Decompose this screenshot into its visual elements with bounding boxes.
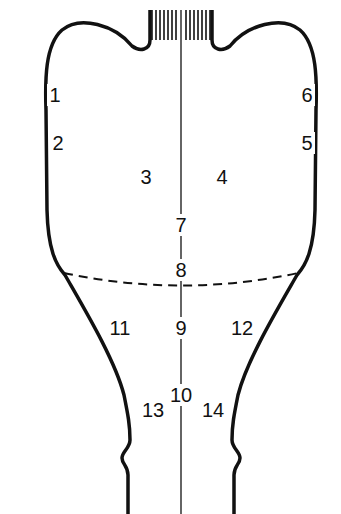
callout-number: 3 — [138, 166, 153, 188]
callout-number: 7 — [173, 214, 188, 236]
callout-number: 12 — [229, 317, 255, 339]
callout-number: 2 — [50, 132, 65, 154]
callout-number: 8 — [173, 259, 188, 281]
callout-number: 10 — [168, 384, 194, 406]
outline-left — [46, 10, 150, 514]
callout-number: 11 — [108, 317, 133, 339]
outline-right — [212, 10, 316, 514]
callout-number: 6 — [299, 84, 314, 106]
callout-number: 14 — [200, 399, 226, 421]
callout-number: 4 — [214, 166, 229, 188]
callout-number: 9 — [173, 317, 188, 339]
callout-number: 13 — [140, 399, 166, 421]
callout-number: 1 — [47, 84, 62, 106]
callout-number: 5 — [299, 132, 314, 154]
